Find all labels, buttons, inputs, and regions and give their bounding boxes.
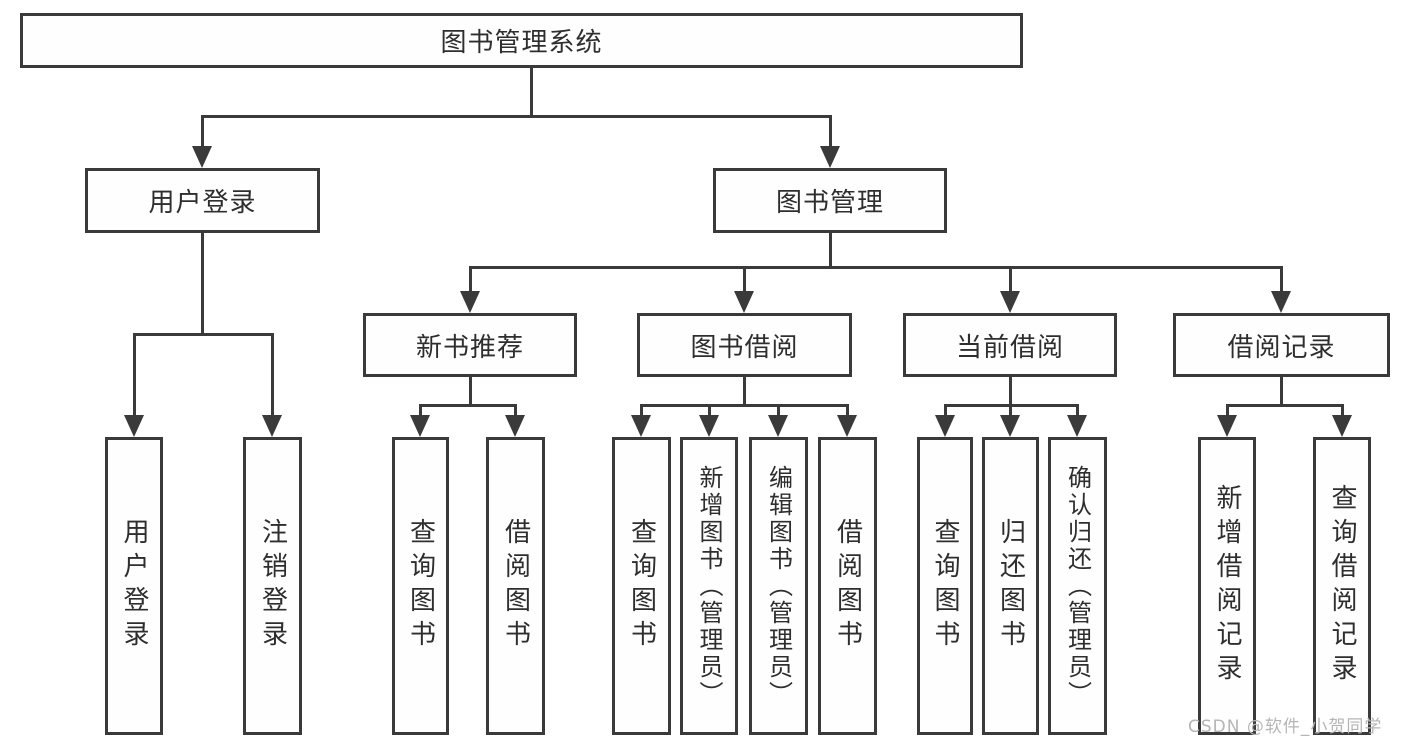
leaf-add-books-admin: 新增图书（管理员）	[680, 437, 738, 735]
arrow-down-icon	[837, 415, 857, 437]
leaf-edit-books-admin: 编辑图书（管理员）	[749, 437, 808, 735]
arrow-down-icon	[192, 146, 212, 168]
arrow-down-icon	[734, 291, 754, 313]
leaf-return-books: 归还图书	[982, 437, 1039, 735]
connector-stem	[469, 377, 472, 406]
connector-arrow-shaft	[133, 333, 136, 415]
connector-arrow-shaft	[777, 404, 780, 415]
connector-arrow-shaft	[1280, 266, 1283, 291]
connector-arrow-shaft	[944, 404, 947, 415]
arrow-down-icon	[460, 291, 480, 313]
leaf-query-books-current: 查询图书	[917, 437, 973, 735]
connector-root-stem	[530, 68, 533, 118]
node-book-borrow-label: 图书借阅	[690, 332, 799, 363]
arrow-down-icon	[1271, 291, 1291, 313]
arrow-down-icon	[768, 415, 788, 437]
connector-branch	[1226, 404, 1344, 407]
connector-user-stem	[201, 233, 204, 335]
connector-stem	[1280, 377, 1283, 406]
arrow-down-icon	[935, 415, 955, 437]
node-user-login: 用户登录	[85, 168, 320, 233]
connector-user-branch	[133, 333, 274, 336]
connector-branch	[419, 404, 517, 407]
leaf-user-login-label: 用户登录	[119, 518, 149, 654]
leaf-confirm-return-admin: 确认归还（管理员）	[1048, 437, 1107, 735]
node-new-book-recommend-label: 新书推荐	[415, 332, 524, 363]
leaf-add-borrow-record-label: 新增借阅记录	[1212, 484, 1242, 688]
leaf-query-books-current-label: 查询图书	[930, 518, 960, 654]
connector-arrow-shaft	[419, 404, 422, 415]
arrow-down-icon	[1000, 291, 1020, 313]
leaf-logout: 注销登录	[243, 437, 302, 735]
connector-arrow-shaft	[640, 404, 643, 415]
node-root: 图书管理系统	[20, 13, 1023, 68]
leaf-logout-label: 注销登录	[257, 518, 288, 654]
leaf-query-borrow-record-label: 查询借阅记录	[1327, 484, 1357, 688]
leaf-return-books-label: 归还图书	[995, 518, 1026, 654]
connector-stem	[743, 377, 746, 406]
leaf-borrow-books-label: 借阅图书	[832, 518, 863, 654]
connector-arrow-shaft	[514, 404, 517, 415]
arrow-down-icon	[1217, 415, 1237, 437]
leaf-user-login: 用户登录	[105, 437, 163, 735]
node-user-login-label: 用户登录	[148, 188, 257, 218]
connector-arrow-shaft	[846, 404, 849, 415]
arrow-down-icon	[505, 415, 525, 437]
arrow-down-icon	[124, 415, 144, 437]
node-book-borrow: 图书借阅	[637, 313, 852, 377]
connector-arrow-shaft	[1341, 404, 1344, 415]
leaf-edit-books-admin-label: 编辑图书（管理员）	[764, 464, 793, 708]
leaf-add-borrow-record: 新增借阅记录	[1198, 437, 1256, 735]
connector-stem	[1009, 377, 1012, 406]
connector-arrow-shaft	[1226, 404, 1229, 415]
connector-arrow-shaft	[708, 404, 711, 415]
arrow-down-icon	[631, 415, 651, 437]
node-borrow-records-label: 借阅记录	[1227, 332, 1336, 363]
leaf-add-books-admin-label: 新增图书（管理员）	[695, 464, 723, 708]
leaf-query-books-borrow: 查询图书	[612, 437, 671, 735]
leaf-borrow-books-recommend: 借阅图书	[486, 437, 545, 735]
leaf-borrow-books-recommend-label: 借阅图书	[500, 518, 531, 654]
connector-arrow-shaft	[201, 115, 204, 146]
connector-arrow-shaft	[271, 333, 274, 415]
node-borrow-records: 借阅记录	[1173, 313, 1390, 377]
leaf-borrow-books: 借阅图书	[818, 437, 877, 735]
connector-arrow-shaft	[469, 266, 472, 291]
node-new-book-recommend: 新书推荐	[363, 313, 577, 377]
node-current-borrow-label: 当前借阅	[955, 332, 1064, 363]
leaf-confirm-return-admin-label: 确认归还（管理员）	[1063, 464, 1092, 708]
node-book-management: 图书管理	[713, 168, 947, 233]
arrow-down-icon	[1000, 415, 1020, 437]
arrow-down-icon	[1332, 415, 1352, 437]
leaf-query-books-recommend-label: 查询图书	[405, 518, 436, 654]
node-root-label: 图书管理系统	[440, 28, 603, 58]
arrow-down-icon	[820, 146, 840, 168]
connector-mgmt-stem	[829, 233, 832, 268]
connector-arrow-shaft	[829, 115, 832, 146]
connector-branch	[640, 404, 849, 407]
connector-arrow-shaft	[743, 266, 746, 291]
arrow-down-icon	[699, 415, 719, 437]
arrow-down-icon	[410, 415, 430, 437]
connector-arrow-shaft	[1076, 404, 1079, 415]
arrow-down-icon	[262, 415, 282, 437]
connector-root-branch	[201, 115, 832, 118]
leaf-query-borrow-record: 查询借阅记录	[1313, 437, 1371, 735]
connector-arrow-shaft	[1009, 266, 1012, 291]
leaf-query-books-borrow-label: 查询图书	[626, 518, 657, 654]
leaf-query-books-recommend: 查询图书	[392, 437, 449, 735]
node-book-management-label: 图书管理	[775, 188, 884, 218]
arrow-down-icon	[1067, 415, 1087, 437]
connector-mgmt-branch	[469, 266, 1283, 269]
connector-arrow-shaft	[1009, 404, 1012, 415]
node-current-borrow: 当前借阅	[903, 313, 1117, 377]
csdn-watermark: CSDN @软件_小贺同学	[1188, 717, 1383, 737]
